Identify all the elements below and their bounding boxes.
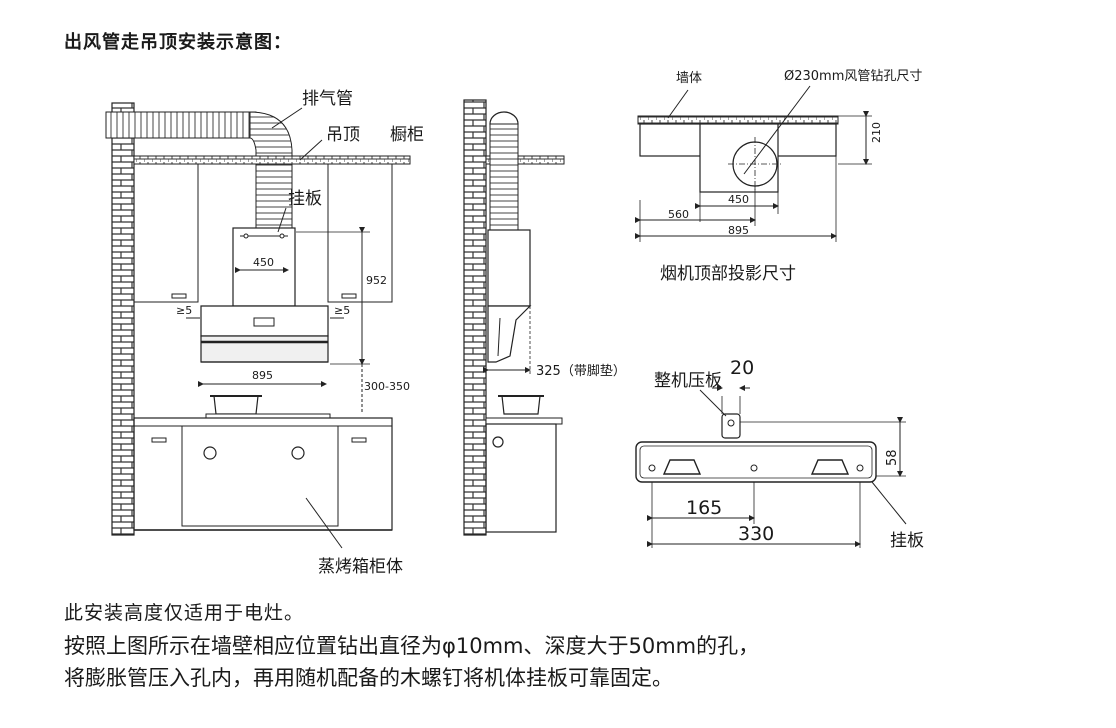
- note-line-2: 按照上图所示在墙壁相应位置钻出直径为φ10mm、深度大于50mm的孔，: [64, 634, 760, 658]
- front-base-cabinet: [133, 417, 393, 531]
- label-projection-caption: 烟机顶部投影尺寸: [660, 264, 796, 284]
- label-wall: 墙体: [676, 71, 702, 86]
- diagram-title: 出风管走吊顶安装示意图：: [64, 32, 292, 53]
- dim-front-300-350: 300-350: [364, 380, 410, 393]
- label-exhaust-pipe: 排气管: [302, 89, 353, 109]
- label-pressure-plate: 整机压板: [654, 371, 722, 391]
- top-chimney-outline: [699, 123, 779, 193]
- front-left-upper-cabinet: [133, 163, 199, 303]
- installation-diagram: 排气管 吊顶 橱柜 挂板 450 952 ≥5 ≥5 895 300-350 蒸…: [105, 69, 924, 577]
- side-hood-chimney: [487, 229, 531, 307]
- dim-gap-left: ≥5: [176, 304, 192, 317]
- dim-front-895: 895: [252, 369, 273, 382]
- dim-side-325: 325（带脚垫）: [536, 363, 626, 379]
- side-vertical-duct: [489, 123, 519, 231]
- label-ceiling: 吊顶: [326, 125, 360, 145]
- vertical-exhaust-duct: [255, 163, 293, 229]
- side-hood-profile: [487, 305, 532, 363]
- right-cabinet-handle: [341, 293, 357, 299]
- dim-top-210: 210: [870, 122, 883, 143]
- label-hanging-plate-top: 挂板: [288, 189, 322, 209]
- side-view: [463, 99, 565, 536]
- horizontal-exhaust-duct: [105, 111, 257, 139]
- hood-grease-filter: [200, 335, 329, 363]
- label-cabinet: 橱柜: [390, 125, 424, 145]
- dim-top-895: 895: [728, 224, 749, 237]
- dim-front-450: 450: [253, 256, 274, 269]
- side-pot: [501, 395, 541, 415]
- side-ceiling-slab: [485, 155, 565, 165]
- label-hole-spec: Ø230mm风管钻孔尺寸: [784, 69, 922, 84]
- hood-body: [200, 305, 329, 337]
- dim-front-952: 952: [366, 274, 387, 287]
- side-base-cabinet: [485, 423, 557, 533]
- dim-gap-right: ≥5: [334, 304, 350, 317]
- label-steam-oven-body: 蒸烤箱柜体: [318, 557, 403, 577]
- dim-plate-165: 165: [686, 497, 722, 519]
- hanging-plate-view: [635, 385, 907, 548]
- label-hanging-plate-bottom: 挂板: [890, 531, 924, 551]
- dim-top-560: 560: [668, 208, 689, 221]
- front-pot: [213, 395, 259, 415]
- note-line-1: 此安装高度仅适用于电灶。: [64, 602, 305, 624]
- front-ceiling-slab: [133, 155, 411, 165]
- front-brick-wall: [111, 102, 135, 536]
- top-projection-view: [635, 85, 872, 242]
- left-cabinet-handle: [171, 293, 187, 299]
- dim-top-450: 450: [728, 193, 749, 206]
- side-brick-wall: [463, 99, 487, 536]
- dim-plate-330: 330: [738, 523, 774, 545]
- dim-plate-20: 20: [730, 357, 754, 379]
- note-line-3: 将膨胀管压入孔内，再用随机配备的木螺钉将机体挂板可靠固定。: [64, 666, 673, 690]
- duct-elbow: [249, 111, 293, 157]
- dim-plate-58: 58: [885, 449, 900, 466]
- front-view: [105, 102, 411, 549]
